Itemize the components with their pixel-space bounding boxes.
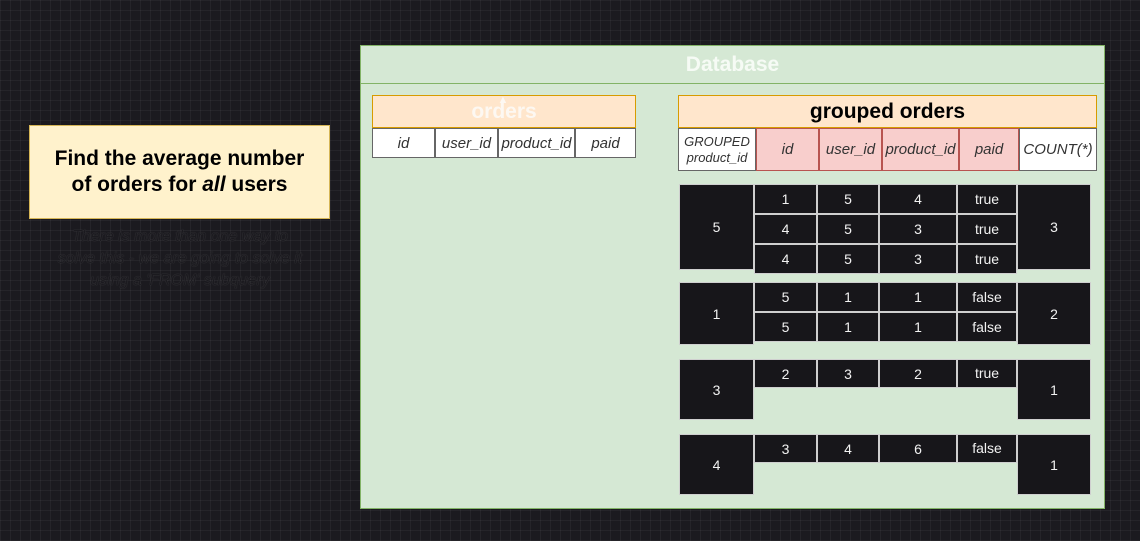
resize-arrow-icon[interactable]: ▲: [497, 93, 509, 106]
task-card: Find the average number of orders for al…: [29, 125, 330, 219]
task-line-2-pre: of orders for: [71, 173, 203, 196]
group-row-cell[interactable]: 6: [879, 434, 957, 463]
group-header-line-1: GROUPED: [684, 133, 750, 149]
group-row-cell[interactable]: 5: [817, 214, 879, 244]
group-row-cell[interactable]: 1: [879, 282, 957, 312]
hint-note: There is more than one way to solve this…: [57, 228, 303, 289]
group-header-line-2: product_id: [686, 149, 748, 165]
group-row-cell[interactable]: 1: [817, 312, 879, 342]
task-line-2-emphasis: all: [202, 173, 226, 196]
group-row-cell[interactable]: 5: [754, 282, 817, 312]
group-count-cell[interactable]: 1: [1017, 359, 1091, 420]
group-row-cell[interactable]: false: [957, 282, 1017, 312]
grouped-col-group-key[interactable]: GROUPED product_id: [678, 128, 756, 171]
group-row-cell[interactable]: 1: [817, 282, 879, 312]
orders-col-id[interactable]: id: [372, 128, 435, 158]
database-title: Database: [361, 46, 1104, 84]
group-row-cell[interactable]: 5: [754, 312, 817, 342]
group-row-cell[interactable]: false: [957, 434, 1017, 463]
group-row-cell[interactable]: true: [957, 214, 1017, 244]
group-key-cell[interactable]: 3: [679, 359, 754, 420]
task-line-2-post: users: [225, 173, 288, 196]
group-row-cell[interactable]: 5: [817, 244, 879, 274]
group-row-cell[interactable]: 1: [879, 312, 957, 342]
grouped-col-paid[interactable]: paid: [959, 128, 1019, 171]
orders-col-product-id[interactable]: product_id: [498, 128, 575, 158]
grouped-col-id[interactable]: id: [756, 128, 819, 171]
group-row-cell[interactable]: false: [957, 312, 1017, 342]
group-count-cell[interactable]: 2: [1017, 282, 1091, 345]
group-row-cell[interactable]: 3: [879, 244, 957, 274]
group-row-cell[interactable]: 3: [817, 359, 879, 388]
group-row-cell[interactable]: true: [957, 244, 1017, 274]
grouped-col-user-id[interactable]: user_id: [819, 128, 882, 171]
group-row-cell[interactable]: 5: [817, 184, 879, 214]
group-row-cell[interactable]: true: [957, 359, 1017, 388]
group-key-cell[interactable]: 4: [679, 434, 754, 495]
group-row-cell[interactable]: true: [957, 184, 1017, 214]
group-row-cell[interactable]: 2: [879, 359, 957, 388]
grouped-orders-title[interactable]: grouped orders: [678, 95, 1097, 128]
group-key-cell[interactable]: 5: [679, 184, 754, 270]
grouped-col-count[interactable]: COUNT(*): [1019, 128, 1097, 171]
orders-col-user-id[interactable]: user_id: [435, 128, 498, 158]
group-row-cell[interactable]: 3: [754, 434, 817, 463]
group-row-cell[interactable]: 4: [754, 214, 817, 244]
task-line-2: of orders for all users: [72, 172, 288, 198]
group-row-cell[interactable]: 1: [754, 184, 817, 214]
group-count-cell[interactable]: 3: [1017, 184, 1091, 270]
group-row-cell[interactable]: 4: [754, 244, 817, 274]
orders-table-title[interactable]: orders: [372, 95, 636, 128]
orders-col-paid[interactable]: paid: [575, 128, 636, 158]
group-row-cell[interactable]: 3: [879, 214, 957, 244]
group-row-cell[interactable]: 4: [817, 434, 879, 463]
group-row-cell[interactable]: 4: [879, 184, 957, 214]
group-key-cell[interactable]: 1: [679, 282, 754, 345]
task-line-1: Find the average number: [54, 147, 305, 170]
grouped-col-product-id[interactable]: product_id: [882, 128, 959, 171]
group-count-cell[interactable]: 1: [1017, 434, 1091, 495]
group-row-cell[interactable]: 2: [754, 359, 817, 388]
